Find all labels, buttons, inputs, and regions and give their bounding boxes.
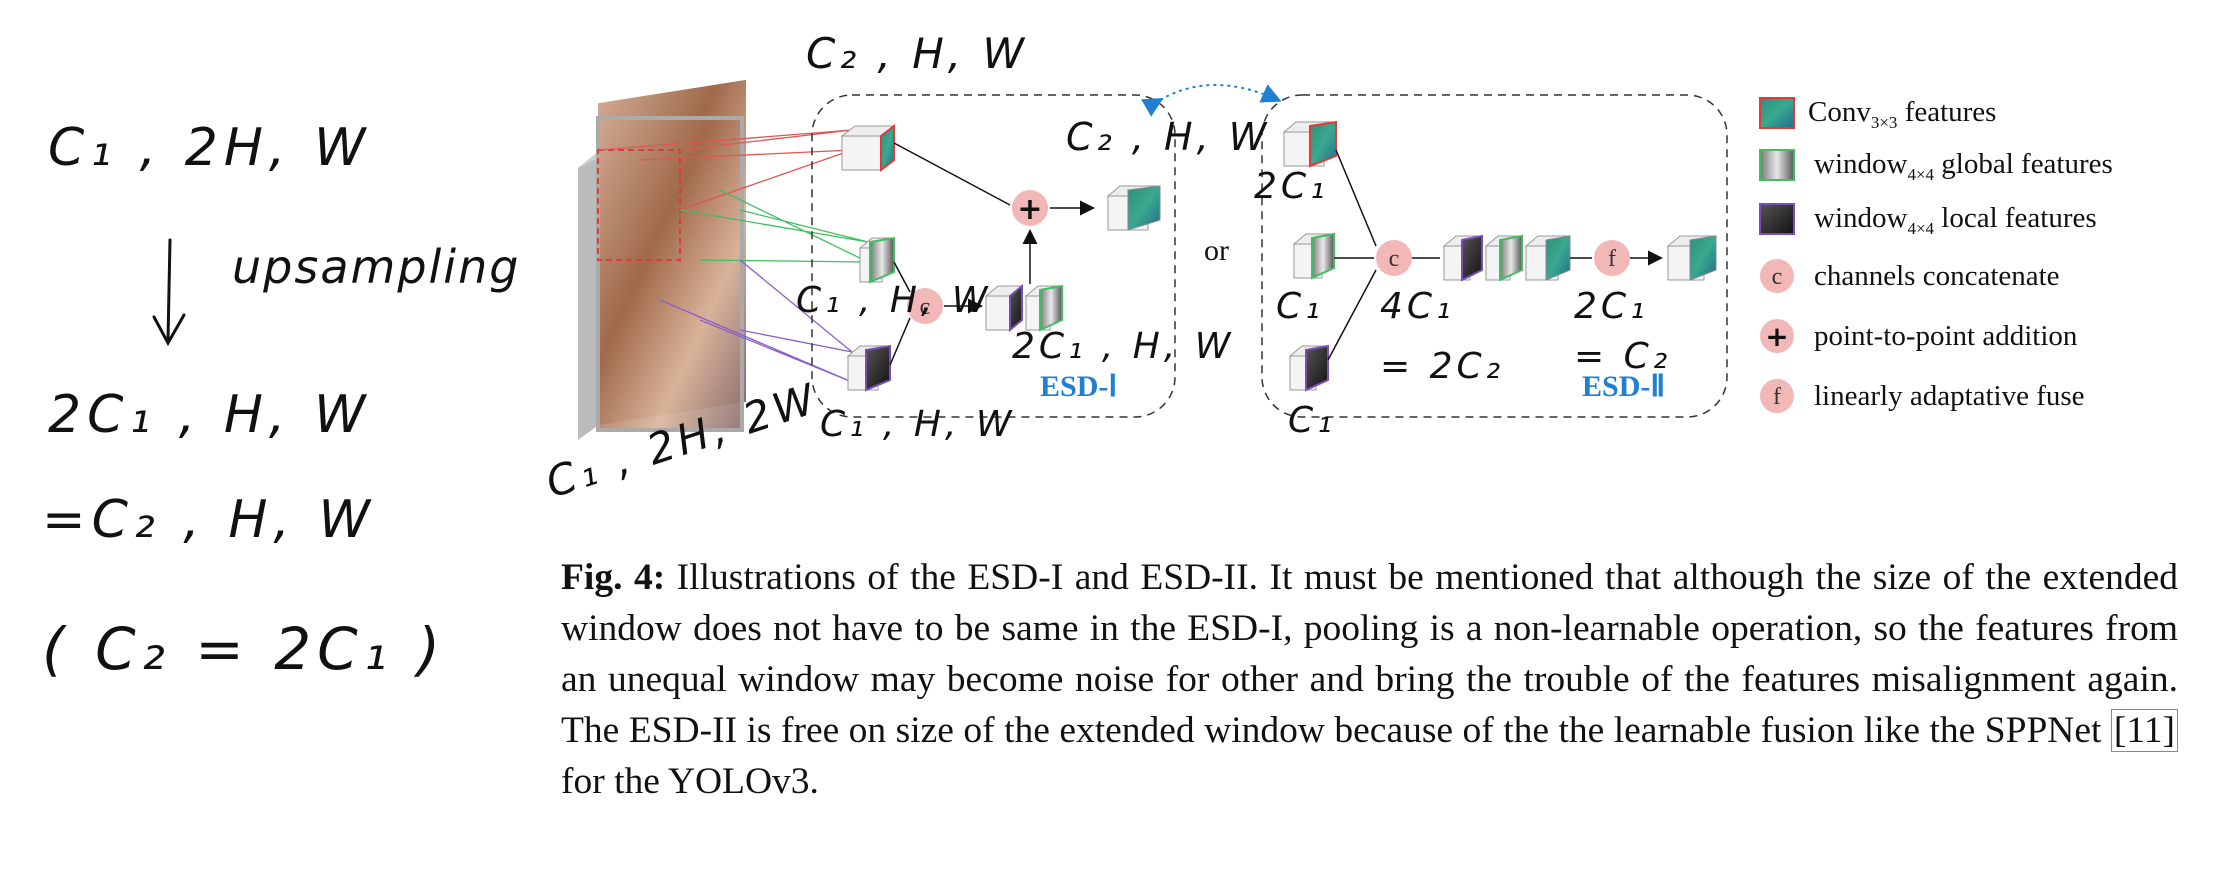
esd2-hand-fuse-a: 2C₁ bbox=[1574, 286, 1648, 327]
esd1-concat-cubes bbox=[984, 283, 1064, 333]
esd1-hand-bottom: C₁ , H, W bbox=[820, 404, 1015, 445]
legend-fuse-symbol: f bbox=[1773, 384, 1781, 410]
figure-caption: Fig. 4: Illustrations of the ESD-I and E… bbox=[561, 552, 2178, 807]
legend-global-swatch bbox=[1759, 149, 1795, 181]
esd1-hand-top: C₂ , H, W bbox=[1066, 115, 1270, 159]
note-upsampling: upsampling bbox=[232, 240, 521, 294]
esd1-box bbox=[811, 94, 1176, 418]
hand-top: C₂ , H, W bbox=[806, 29, 1028, 78]
legend-add-symbol: + bbox=[1765, 320, 1788, 353]
esd1-global-cube bbox=[858, 236, 896, 284]
caption-text-end: for the YOLOv3. bbox=[561, 761, 819, 802]
esd1-hand-concat: 2C₁ , H, W bbox=[1012, 326, 1234, 367]
legend-concat-label: channels concatenate bbox=[1814, 260, 2060, 292]
esd1-concat-symbol: c bbox=[920, 294, 931, 320]
note-line-2: 2C₁ , H, W bbox=[48, 385, 372, 445]
esd2-conv-cube bbox=[1282, 120, 1338, 168]
legend-local-swatch bbox=[1759, 203, 1795, 235]
esd2-output-cube bbox=[1666, 235, 1718, 281]
esd2-global-cube bbox=[1292, 232, 1336, 280]
legend-conv-label: Conv3×3 features bbox=[1808, 96, 1997, 132]
legend-add-circle bbox=[1760, 319, 1794, 353]
esd2-concat-symbol: c bbox=[1389, 246, 1400, 272]
legend-fuse-label: linearly adaptative fuse bbox=[1814, 380, 2085, 412]
legend-fuse-circle bbox=[1760, 379, 1794, 413]
esd1-conv-cube bbox=[840, 123, 896, 173]
esd2-hand-mid: C₁ bbox=[1276, 286, 1324, 327]
esd1-output-cube bbox=[1106, 185, 1162, 231]
esd2-fuse-symbol: f bbox=[1608, 246, 1616, 272]
esd-link-arrow bbox=[1141, 84, 1282, 117]
esd1-label: ESD-Ⅰ bbox=[1040, 370, 1117, 403]
esd2-hand-top: 2C₁ bbox=[1254, 166, 1328, 207]
note-line-4: ( C₂ = 2C₁ ) bbox=[42, 615, 446, 683]
caption-text: Illustrations of the ESD-I and ESD-II. I… bbox=[561, 557, 2178, 751]
esd2-hand-fuse-b: = C₂ bbox=[1574, 336, 1671, 377]
esd2-concat-cubes bbox=[1442, 234, 1572, 282]
esd2-hand-concat-b: = 2C₂ bbox=[1380, 346, 1504, 387]
legend-concat-symbol: c bbox=[1772, 264, 1783, 290]
or-text: or bbox=[1204, 234, 1229, 267]
caption-label: Fig. 4: bbox=[561, 557, 666, 598]
esd2-label: ESD-Ⅱ bbox=[1582, 370, 1665, 403]
legend-concat-circle bbox=[1760, 259, 1794, 293]
down-arrow-icon bbox=[152, 238, 186, 347]
input-image bbox=[578, 79, 746, 440]
esd2-concat-op bbox=[1376, 240, 1412, 276]
esd2-fuse-op bbox=[1594, 240, 1630, 276]
esd1-concat-op bbox=[907, 288, 943, 324]
note-line-1: C₁ , 2H, W bbox=[48, 118, 372, 178]
esd2-hand-concat-a: 4C₁ bbox=[1380, 286, 1454, 327]
esd2-box bbox=[1261, 94, 1728, 418]
esd-diagram: c + ESD-Ⅰ or c bbox=[540, 29, 1795, 508]
esd1-add-symbol: + bbox=[1017, 192, 1042, 227]
legend-conv-swatch bbox=[1759, 97, 1795, 129]
esd1-hand-mid: C₁ , H, W bbox=[796, 280, 991, 321]
legend-icons: c + f bbox=[1759, 97, 1795, 413]
esd2-hand-bottom: C₁ bbox=[1288, 400, 1336, 441]
legend-global-label: window4×4 global features bbox=[1814, 148, 2113, 184]
esd1-local-cube bbox=[846, 344, 892, 392]
citation-link[interactable]: [11] bbox=[2110, 709, 2178, 752]
legend-local-label: window4×4 local features bbox=[1814, 202, 2097, 238]
esd2-local-cube bbox=[1288, 344, 1330, 392]
esd1-add-op bbox=[1012, 190, 1048, 226]
legend-add-label: point-to-point addition bbox=[1814, 320, 2078, 352]
note-line-3: =C₂ , H, W bbox=[42, 490, 376, 550]
